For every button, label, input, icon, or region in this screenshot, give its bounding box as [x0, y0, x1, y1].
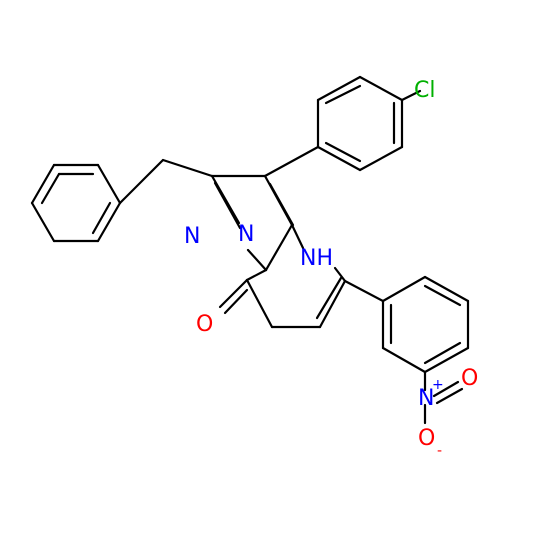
bond [316, 75, 362, 102]
bond [316, 145, 362, 172]
chlorine-label: Cl [414, 78, 435, 103]
bond [358, 145, 404, 172]
bond [343, 279, 385, 303]
bond [30, 201, 56, 243]
bond [381, 346, 427, 374]
amine-nh-label: NH [300, 246, 333, 271]
bridge-nitrogen-label: N [184, 224, 200, 249]
bonds [30, 75, 470, 425]
bond [423, 275, 470, 303]
bond [423, 341, 462, 365]
bond [91, 201, 112, 235]
bond [210, 174, 241, 225]
bond [435, 387, 464, 405]
bond [324, 141, 362, 163]
bond [245, 268, 268, 282]
bond [318, 279, 347, 329]
carbonyl-oxygen-label: O [196, 312, 213, 337]
nitro-oxygen-top-label: O [461, 366, 478, 391]
bond [264, 223, 294, 272]
bond [381, 275, 427, 303]
bond [423, 346, 470, 374]
bond [218, 278, 249, 309]
bond [400, 89, 422, 102]
bond [223, 288, 249, 315]
bond [263, 145, 320, 178]
bond [324, 84, 362, 105]
bond [96, 163, 122, 205]
bond [245, 278, 274, 329]
bond [315, 276, 343, 320]
bond [118, 158, 165, 205]
bond [96, 201, 122, 243]
nitro-nitrogen-label: N [418, 386, 434, 411]
nitro-plus-label: + [432, 377, 444, 393]
bond [246, 248, 268, 272]
bond [30, 163, 56, 205]
bond [268, 182, 295, 227]
bond [40, 172, 61, 205]
bond [161, 158, 214, 178]
bond [423, 284, 462, 307]
bond [432, 380, 460, 398]
bond [290, 223, 305, 250]
bond [358, 75, 404, 102]
nitro-minus-label: - [437, 443, 442, 459]
pyrazole-nitrogen-label: N [238, 222, 254, 247]
nitro-oxygen-bottom-label: O [418, 426, 435, 451]
bond [333, 266, 347, 283]
